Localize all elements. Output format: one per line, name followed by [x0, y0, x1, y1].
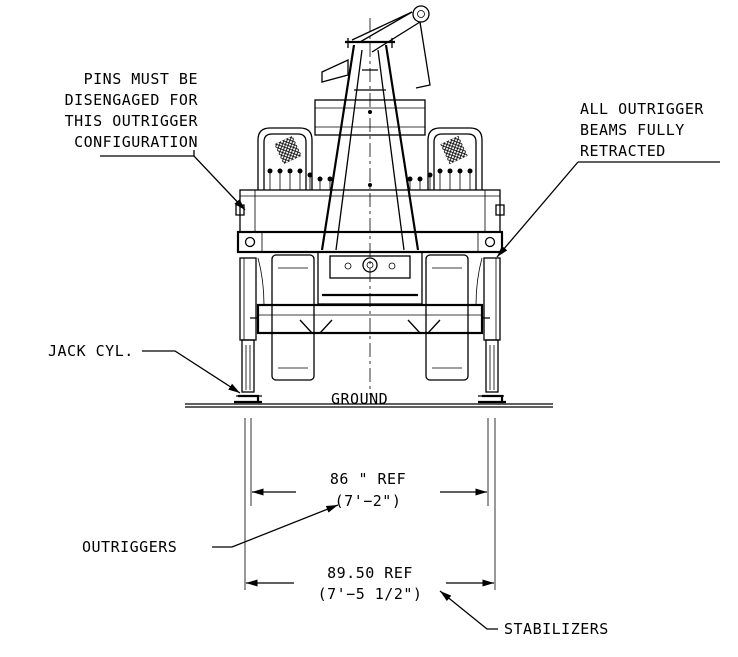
pins-note: PINS MUST BE DISENGAGED FOR THIS OUTRIGG…: [65, 70, 199, 151]
dim2-value: 89.50 REF: [327, 564, 413, 582]
pins-line-3: THIS OUTRIGGER: [65, 112, 199, 130]
pins-leader: [100, 150, 245, 210]
beams-leader: [497, 161, 720, 257]
dim2-value-imperial: (7'−5 1/2"): [318, 585, 423, 603]
jack-cyl-label: JACK CYL.: [48, 342, 134, 360]
stabilizers-label: STABILIZERS: [504, 620, 609, 638]
ground-label: GROUND: [331, 390, 388, 408]
outriggers-leader: [212, 504, 339, 548]
dim1-value: 86 " REF: [330, 470, 406, 488]
beams-note: ALL OUTRIGGER BEAMS FULLY RETRACTED: [580, 100, 704, 160]
pins-line-2: DISENGAGED FOR: [65, 91, 199, 109]
pins-line-4: CONFIGURATION: [74, 133, 198, 151]
beams-line-2: BEAMS FULLY: [580, 121, 685, 139]
outriggers-label: OUTRIGGERS: [82, 538, 177, 556]
machine-body: [234, 5, 506, 404]
extension-lines: [244, 418, 496, 590]
jack-cyl-leader: [142, 350, 241, 394]
pins-line-1: PINS MUST BE: [84, 70, 198, 88]
dim1-value-imperial: (7'−2"): [335, 492, 402, 510]
beams-line-1: ALL OUTRIGGER: [580, 100, 704, 118]
stabilizers-leader: [439, 590, 498, 630]
beams-line-3: RETRACTED: [580, 142, 666, 160]
